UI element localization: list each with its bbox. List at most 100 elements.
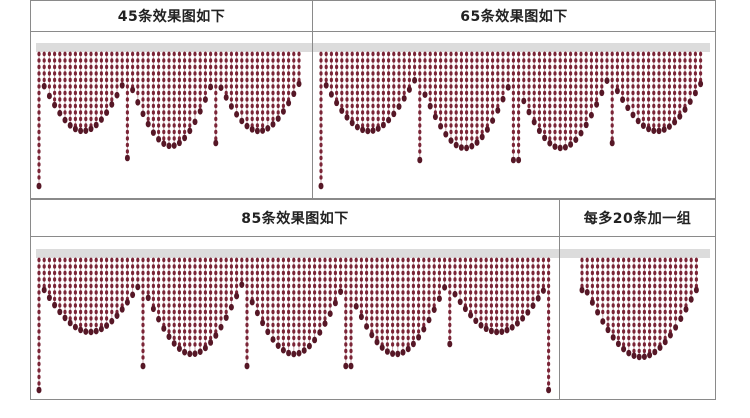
bead	[146, 51, 150, 57]
bead	[167, 103, 171, 109]
bead-drop	[62, 116, 68, 124]
bead-strand	[426, 257, 432, 324]
bead-strand	[453, 51, 459, 149]
bead	[465, 77, 469, 83]
bead	[480, 64, 484, 70]
bead-strand	[62, 257, 68, 322]
bead	[355, 103, 359, 109]
bead	[63, 64, 67, 70]
bead	[115, 51, 119, 57]
bead	[387, 51, 391, 57]
bead	[302, 290, 306, 295]
bead	[365, 257, 369, 263]
bead	[276, 316, 280, 321]
bead	[214, 303, 218, 308]
bead	[84, 283, 88, 289]
bead	[596, 283, 600, 289]
bead-strand	[348, 257, 354, 370]
bead	[359, 257, 363, 263]
bead	[240, 257, 244, 263]
bead	[678, 97, 682, 102]
bead	[427, 264, 431, 269]
bead	[470, 64, 474, 70]
bead	[652, 51, 656, 57]
bead	[188, 309, 192, 315]
bead	[271, 77, 275, 83]
bead	[115, 296, 119, 302]
bead	[526, 277, 530, 282]
bead	[491, 110, 495, 115]
bead	[370, 309, 374, 315]
bead	[319, 77, 323, 83]
bead	[250, 51, 254, 57]
bead-strand	[239, 257, 245, 288]
bead	[79, 257, 83, 263]
bead	[484, 309, 488, 315]
bead-drop	[614, 87, 620, 95]
bead	[188, 123, 192, 128]
bead-strand	[651, 51, 657, 134]
bead	[219, 283, 223, 289]
bead	[167, 129, 171, 135]
bead	[589, 71, 593, 76]
bead	[198, 51, 202, 57]
bead	[515, 290, 519, 295]
bead	[495, 303, 499, 308]
bead-strand	[67, 51, 73, 129]
bead-strand	[647, 257, 653, 359]
bead-drop	[334, 99, 340, 107]
bead	[276, 64, 280, 70]
bead	[209, 329, 213, 334]
bead	[63, 303, 67, 308]
bead	[548, 77, 552, 83]
bead	[162, 116, 166, 122]
bead	[387, 97, 391, 102]
bead	[37, 110, 41, 115]
bead-strand	[473, 257, 479, 325]
bead-strand	[579, 257, 585, 294]
bead	[141, 290, 145, 295]
bead	[469, 303, 473, 308]
bead	[396, 309, 400, 315]
bead	[63, 84, 67, 89]
bead-drop	[364, 323, 370, 330]
bead	[574, 97, 578, 102]
bead	[392, 51, 396, 57]
bead-strand	[275, 51, 281, 122]
bead	[162, 290, 166, 295]
bead	[115, 283, 119, 289]
bead-drop	[67, 122, 73, 129]
bead-strand	[438, 51, 444, 130]
bead	[68, 309, 72, 315]
bead	[141, 296, 145, 302]
bead	[580, 277, 584, 282]
bead	[699, 51, 703, 57]
bead	[157, 129, 161, 135]
bead	[313, 277, 317, 282]
bead	[287, 64, 291, 70]
bead	[475, 51, 479, 57]
bead	[444, 123, 448, 128]
bead-strand	[635, 51, 641, 125]
bead	[610, 84, 614, 89]
bead	[547, 348, 551, 354]
bead	[209, 64, 213, 70]
bead	[667, 71, 671, 76]
bead	[632, 342, 636, 347]
bead	[37, 103, 41, 109]
bead	[474, 303, 478, 308]
bead	[411, 329, 415, 334]
bead	[261, 257, 265, 263]
bead	[553, 136, 557, 141]
bead	[527, 90, 531, 96]
bead	[553, 51, 557, 57]
bead-drop	[171, 340, 177, 347]
bead	[281, 342, 285, 347]
bead	[636, 51, 640, 57]
bead	[626, 84, 630, 89]
bead	[349, 322, 353, 328]
bead	[53, 84, 57, 89]
bead	[407, 58, 411, 63]
bead	[203, 71, 207, 76]
bead	[235, 90, 239, 96]
